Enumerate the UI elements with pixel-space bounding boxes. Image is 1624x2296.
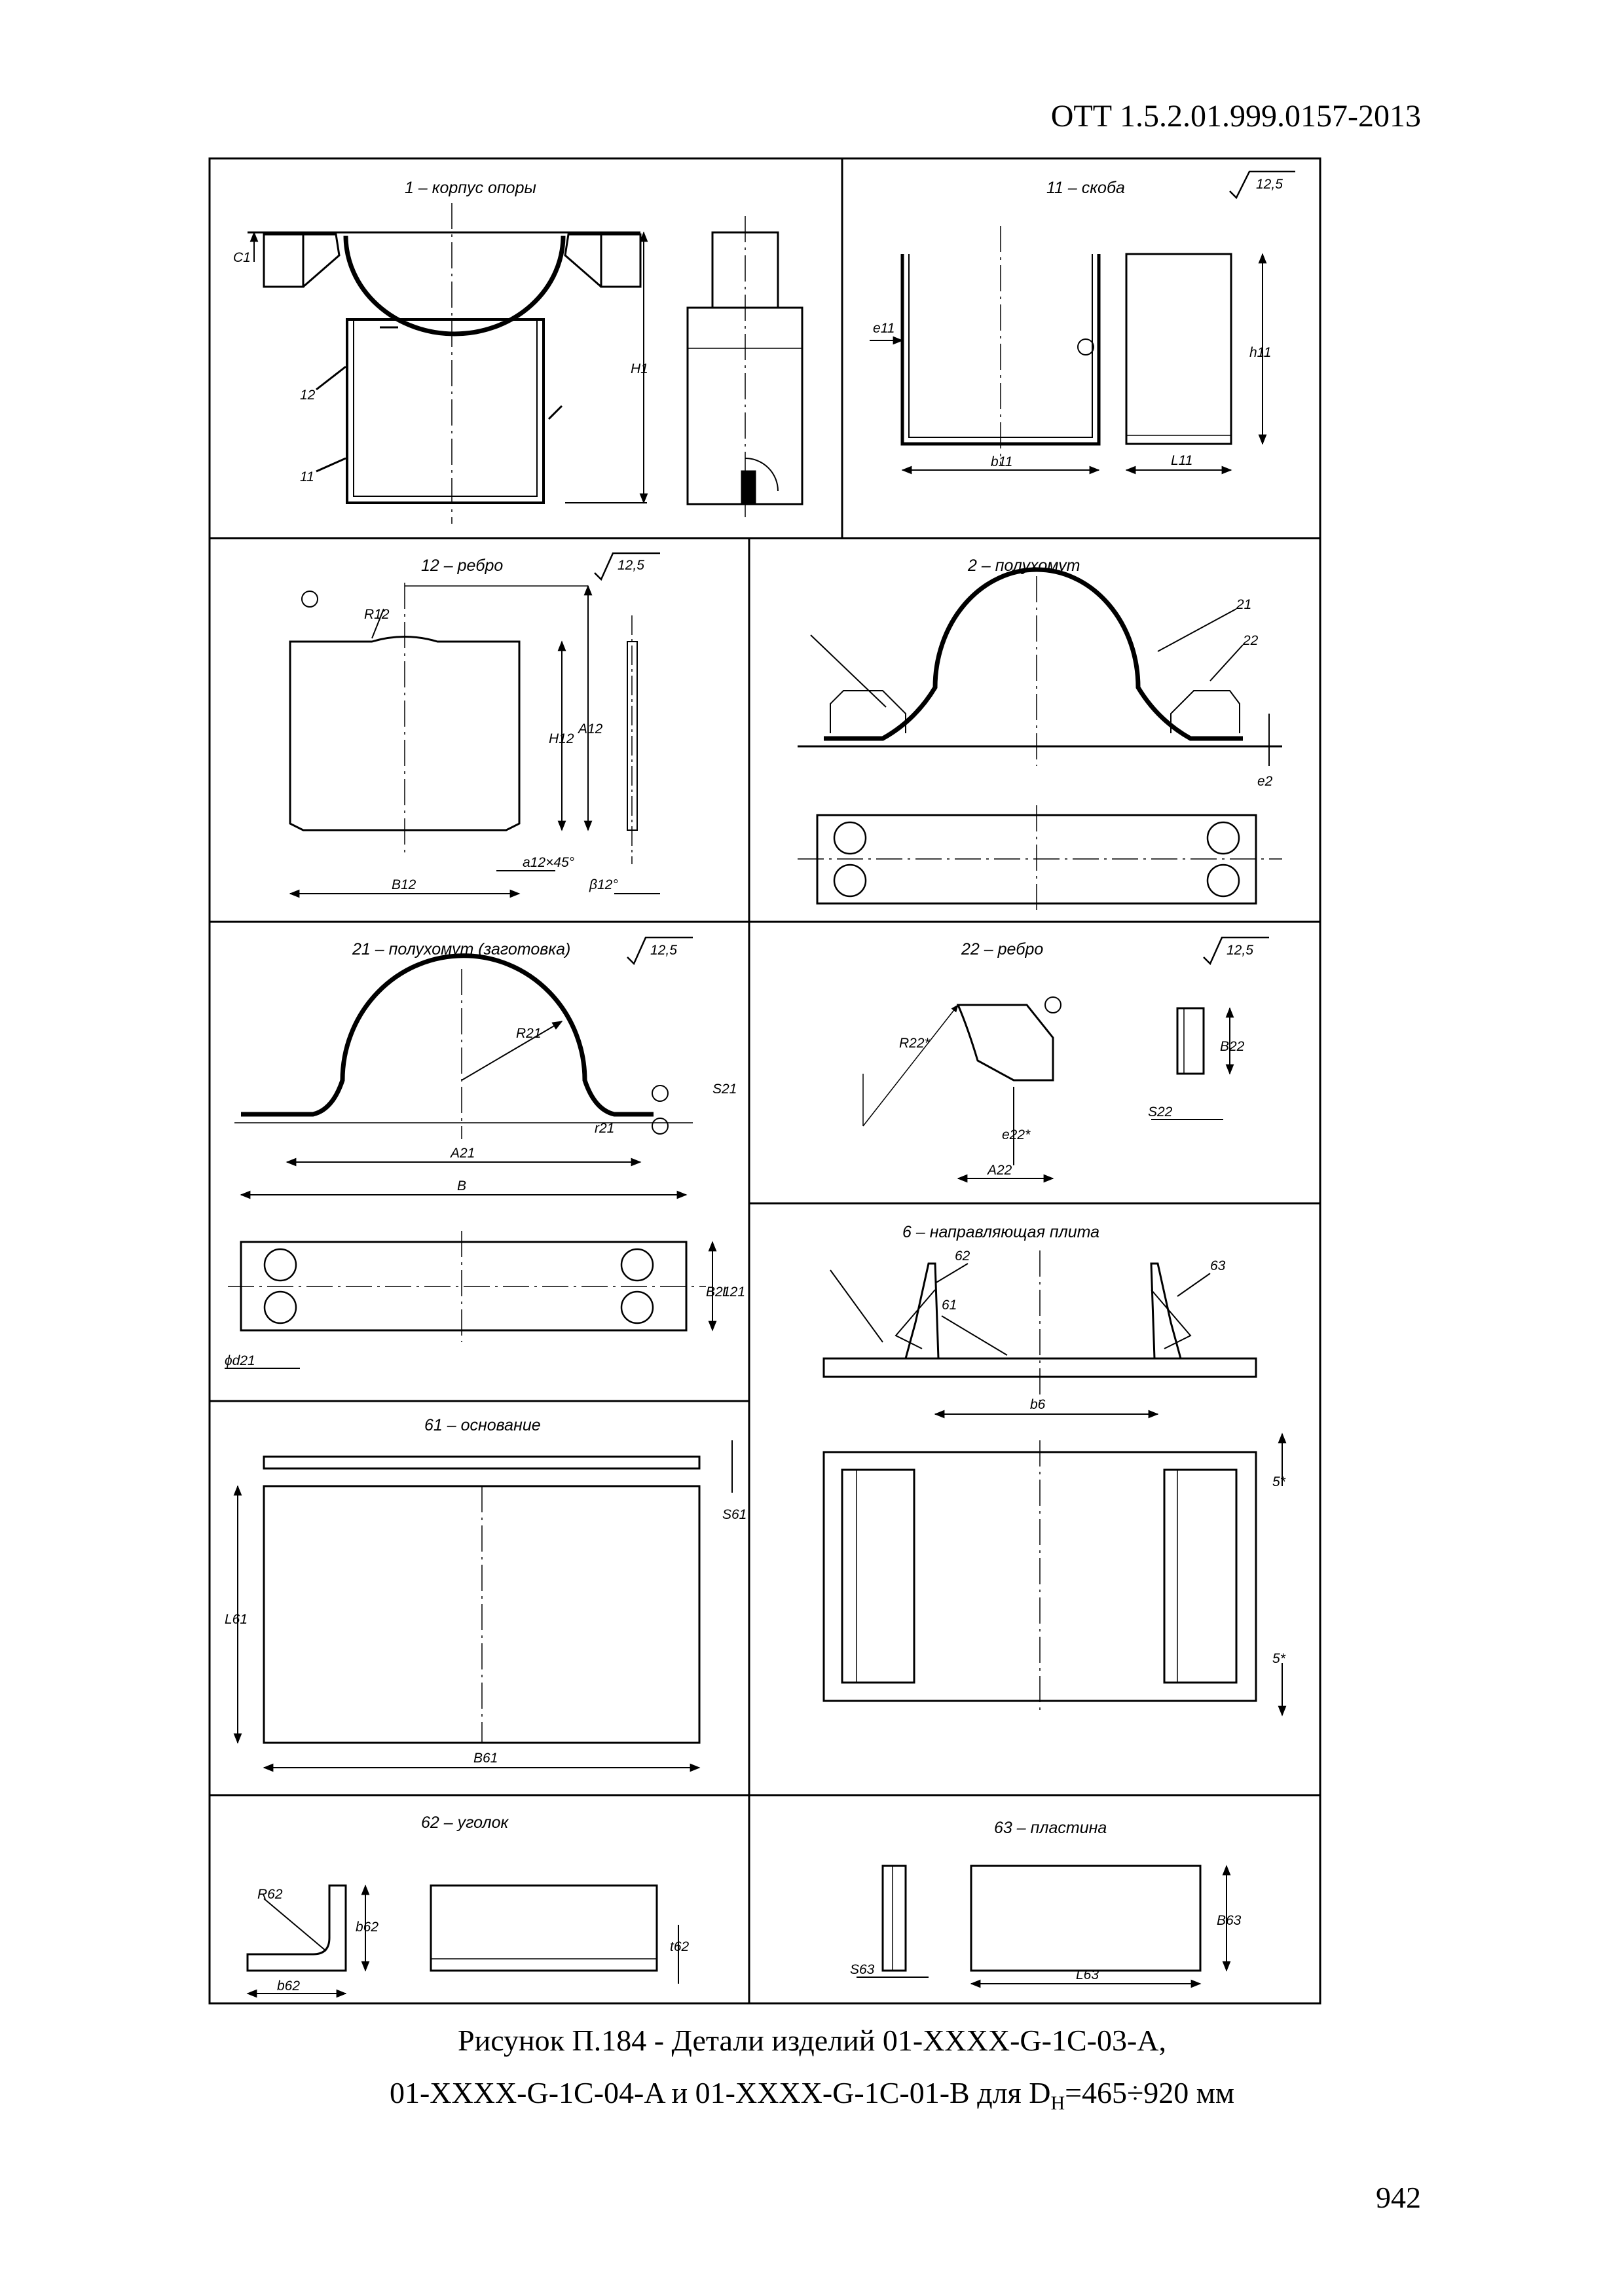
panel-title: 61 – основание — [424, 1416, 541, 1434]
dim-l61: L61 — [225, 1612, 248, 1627]
dim-t62: t62 — [670, 1939, 690, 1954]
panel-plate: 63 – пластина S63 B63 L63 — [850, 1819, 1242, 1988]
dim-l63: L63 — [1076, 1967, 1099, 1982]
callout-22: 22 — [1242, 633, 1259, 648]
svg-text:12,5: 12,5 — [1256, 177, 1283, 192]
dim-e2: e2 — [1257, 774, 1273, 789]
dim-d21: ϕd21 — [225, 1353, 255, 1368]
panel-angle: 62 – уголок R62 b62 b62 t62 — [246, 1813, 690, 1998]
panel-bracket: 11 – скоба 12,5 e11 b11 h11 L11 — [870, 170, 1295, 475]
dim-h12: H12 — [549, 731, 574, 746]
dim-r62: R62 — [257, 1887, 283, 1902]
dim-a21: A21 — [449, 1146, 475, 1161]
dim-c1: C1 — [233, 250, 251, 265]
svg-text:12,5: 12,5 — [618, 558, 644, 573]
dim-r21-bend: r21 — [595, 1121, 614, 1136]
dim-beta12: β12° — [589, 877, 618, 892]
dim-r21: R21 — [516, 1026, 542, 1041]
panel-guide-plate: 6 – направляющая плита 62 63 61 b6 5* 5* — [822, 1223, 1287, 1717]
dim-a22: A22 — [986, 1163, 1012, 1178]
dim-a12-chamfer: a12×45° — [523, 855, 574, 870]
dim-l21: L21 — [722, 1285, 745, 1300]
callout-21: 21 — [1236, 597, 1251, 612]
roughness-mark: 12,5 — [594, 552, 660, 581]
dim-s21: S21 — [712, 1082, 737, 1097]
panel-title: 1 – корпус опоры — [405, 179, 536, 197]
document-code: ОТТ 1.5.2.01.999.0157-2013 — [1050, 99, 1421, 134]
callout-63: 63 — [1210, 1258, 1226, 1273]
dim-s22: S22 — [1148, 1104, 1173, 1120]
panel-support-body: 1 – корпус опоры C1 H1 12 11 — [233, 179, 803, 524]
dim-b63: B63 — [1217, 1913, 1242, 1928]
panel-title: 12 – ребро — [421, 556, 503, 575]
panel-title: 22 – ребро — [961, 940, 1043, 958]
callout-61: 61 — [942, 1298, 957, 1313]
roughness-mark: 12,5 — [1203, 936, 1269, 966]
dim-s63: S63 — [850, 1962, 875, 1977]
dim-e22: e22* — [1002, 1127, 1031, 1142]
page-number: 942 — [1376, 2181, 1421, 2214]
panel-base: 61 – основание S61 L61 B61 — [225, 1416, 747, 1772]
dim-b12: B12 — [392, 877, 416, 892]
callout-11: 11 — [300, 469, 314, 484]
dim-b11: b11 — [991, 454, 1012, 469]
sheet-grid — [208, 157, 1321, 2005]
dim-b62-h: b62 — [277, 1978, 300, 1994]
dim-e11: e11 — [873, 321, 895, 336]
panel-title: 63 – пластина — [994, 1819, 1107, 1837]
panel-rib-22: 22 – ребро 12,5 R22* e22* A22 B22 S22 — [862, 936, 1269, 1183]
dim-h11: h11 — [1249, 345, 1271, 360]
panel-half-clamp: 2 – полухомут 21 22 e2 — [798, 556, 1282, 913]
roughness-mark: 12,5 — [1229, 170, 1295, 200]
panel-title: 62 – уголок — [421, 1813, 509, 1832]
dim-l11: L11 — [1171, 453, 1192, 468]
dim-b22: B22 — [1220, 1039, 1245, 1054]
svg-text:12,5: 12,5 — [650, 943, 677, 958]
dim-r22: R22* — [899, 1036, 931, 1051]
dim-r12: R12 — [364, 607, 390, 622]
panel-rib-12: 12 – ребро 12,5 R12 H12 A12 B12 a12×45° … — [289, 552, 660, 898]
dim-b: B — [457, 1178, 466, 1194]
roughness-mark: 12,5 — [627, 936, 693, 966]
dim-b6: b6 — [1030, 1397, 1046, 1412]
svg-text:12,5: 12,5 — [1227, 943, 1253, 958]
panel-half-clamp-blank: 21 – полухомут (заготовка) 12,5 R21 S21 … — [225, 936, 745, 1369]
dim-b21: B21 — [706, 1285, 730, 1300]
dim-a12: A12 — [577, 721, 603, 737]
dim-b62-v: b62 — [356, 1920, 378, 1935]
dim-5b: 5* — [1272, 1651, 1286, 1666]
panel-title: 11 – скоба — [1046, 179, 1125, 197]
panel-title: 6 – направляющая плита — [902, 1223, 1099, 1241]
drawing-sheet: 1 – корпус опоры C1 H1 12 11 — [208, 157, 1321, 2005]
figure-caption-line1: Рисунок П.184 - Детали изделий 01-XXXX-G… — [458, 2024, 1166, 2057]
dim-b61: B61 — [473, 1751, 498, 1766]
figure-caption-line2: 01-XXXX-G-1C-04-A и 01-XXXX-G-1C-01-B дл… — [389, 2076, 1235, 2115]
dim-s61: S61 — [722, 1507, 747, 1522]
callout-12: 12 — [300, 388, 316, 403]
callout-62: 62 — [955, 1248, 970, 1264]
dim-5a: 5* — [1272, 1474, 1286, 1489]
dim-h1: H1 — [631, 361, 648, 376]
